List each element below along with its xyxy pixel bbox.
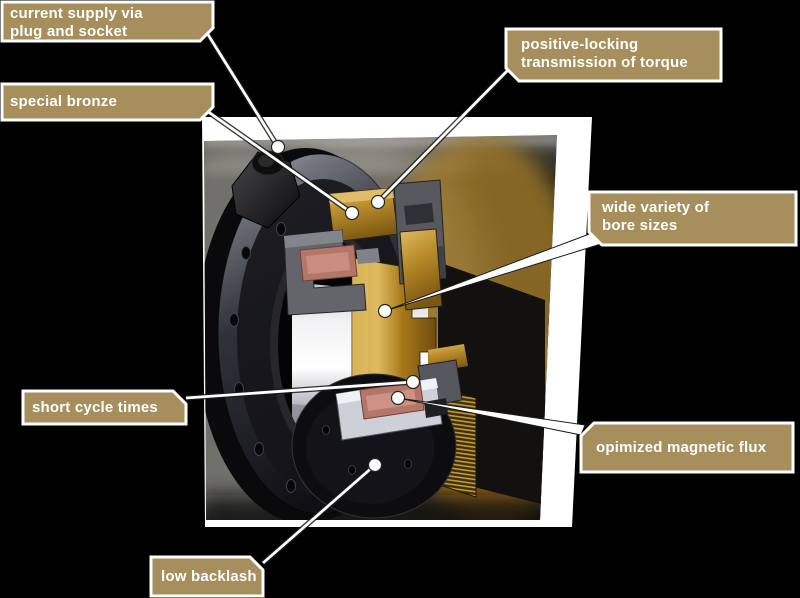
dot-optimized-flux [390,390,406,406]
label-short-cycle: short cycle times [32,399,158,416]
photo-backdrop [204,135,557,520]
dot-positive-locking [370,194,386,210]
dot-low-backlash [367,457,383,473]
dot-special-bronze [344,205,360,221]
plug-and-socket [231,150,301,229]
leader-short-cycle [185,380,414,400]
label-box-current-supply [0,0,215,43]
upper-cutaway-assembly [283,179,447,316]
label-wide-variety: wide variety of bore sizes [602,199,710,234]
label-box-wide-variety [587,190,798,247]
label-box-low-backlash [149,555,265,598]
leader-low-backlash [262,463,376,565]
dot-short-cycle [405,374,421,390]
leader-special-bronze [206,109,353,215]
label-box-optimized-flux [579,421,795,474]
callout-dots [270,139,421,473]
dot-current-supply [270,139,286,155]
label-special-bronze: special bronze [10,93,118,110]
label-box-special-bronze [0,82,215,122]
leader-lines [185,31,602,566]
label-low-backlash: low backlash [161,568,257,585]
label-box-positive-locking [504,27,723,83]
label-positive-locking: positive-locking transmission of torque [521,36,688,71]
leader-current-supply [205,32,280,148]
label-current-supply: current supply via plug and socket [10,5,143,40]
dot-wide-variety [377,303,393,319]
label-box-short-cycle [21,389,188,426]
gold-spline-column [399,228,443,311]
leader-optimized-flux [397,397,586,436]
leader-positive-locking [377,68,510,203]
label-optimized-flux: opimized magnetic flux [596,439,767,456]
